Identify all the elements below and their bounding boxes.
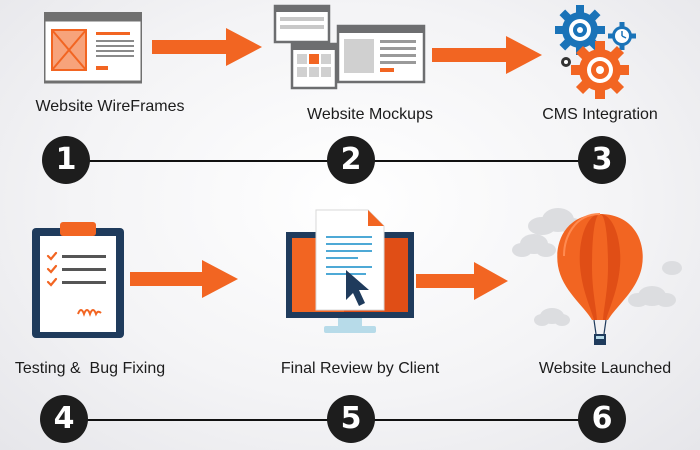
arrow-right-icon: [130, 260, 238, 298]
step-1-badge: 1: [42, 136, 90, 184]
step-4-label: Testing & Bug Fixing: [14, 360, 166, 377]
step-3-label: CMS Integration: [542, 106, 658, 123]
step-2-badge: 2: [327, 136, 375, 184]
step-3-badge: 3: [578, 136, 626, 184]
step-6-badge: 6: [578, 395, 626, 443]
step-5-badge: 5: [327, 395, 375, 443]
step-5-label: Final Review by Client: [280, 360, 440, 377]
arrow-right-icon: [416, 262, 508, 300]
step-6-label: Website Launched: [538, 360, 672, 377]
monitor-document-icon: [286, 209, 414, 333]
step-1-label: Website WireFrames: [35, 98, 185, 115]
step-2-label: Website Mockups: [307, 106, 433, 123]
arrow-right-icon: [152, 28, 262, 66]
mockups-icon: [273, 4, 426, 90]
arrow-right-icon: [432, 36, 542, 74]
hot-air-balloon-icon: [512, 208, 682, 345]
wireframe-icon: [44, 12, 142, 84]
step-4-badge: 4: [40, 395, 88, 443]
gears-icon: [555, 5, 636, 99]
clipboard-icon: [32, 222, 124, 338]
